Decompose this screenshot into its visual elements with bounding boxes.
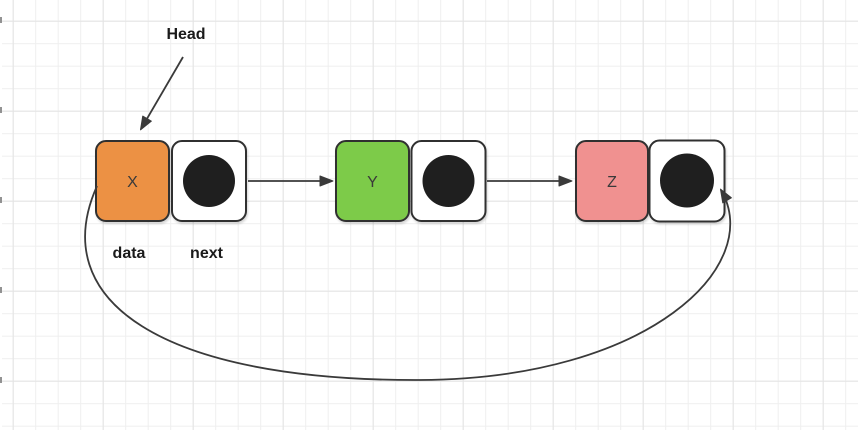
- edge-tick: [0, 17, 2, 23]
- head-label: Head: [166, 26, 205, 43]
- node-x-label: X: [127, 174, 138, 191]
- head-arrow[interactable]: [139, 56, 184, 131]
- edge-tick: [0, 287, 2, 293]
- node-z-label: Z: [607, 174, 617, 191]
- node-z-pointer-dot[interactable]: [660, 153, 714, 208]
- edge-tick: [0, 107, 2, 113]
- node-y-pointer-dot[interactable]: [422, 155, 475, 207]
- node-y-data-cell[interactable]: [335, 140, 410, 222]
- node-y-label: Y: [367, 174, 378, 191]
- canvas-left-edge: [0, 0, 2, 430]
- next-field-label: next: [190, 245, 224, 262]
- node-z-data-cell[interactable]: [575, 140, 649, 222]
- edge-tick: [0, 197, 2, 203]
- data-field-label: data: [113, 245, 146, 262]
- node-x-data-cell[interactable]: [95, 140, 170, 222]
- node-x-pointer-dot[interactable]: [183, 155, 235, 207]
- circular-loop-arrow[interactable]: [84, 185, 732, 381]
- edge-tick: [0, 377, 2, 383]
